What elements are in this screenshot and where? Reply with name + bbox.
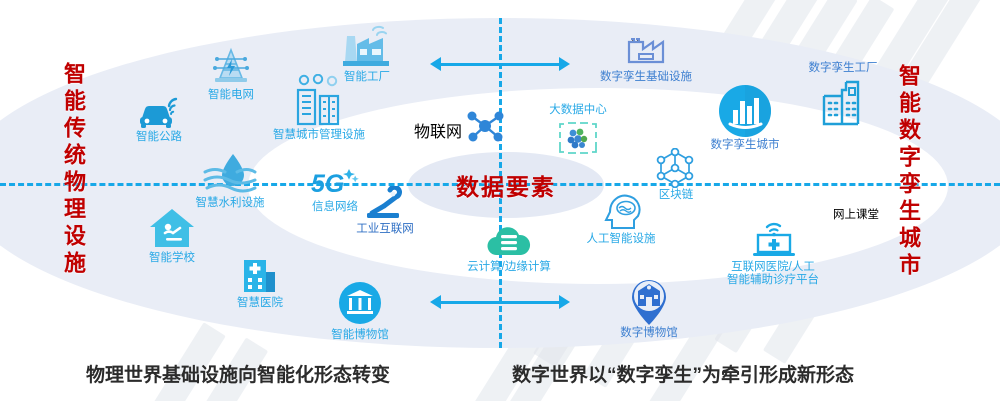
node-label: 智能电网: [208, 89, 254, 101]
vertical-dashed-axis: [499, 18, 502, 348]
node-info-network[interactable]: 5G 信息网络: [300, 166, 370, 214]
museum-pin-icon: [626, 276, 672, 326]
node-label: 数字博物馆: [620, 327, 678, 339]
node-label: 云计算/边缘计算: [467, 261, 551, 273]
node-digital-museum[interactable]: 数字博物馆: [600, 276, 698, 340]
node-smart-hospital[interactable]: 智慧医院: [218, 252, 302, 310]
factory-icon: [339, 22, 395, 70]
arrow-head-left-icon: [430, 295, 441, 309]
node-blockchain[interactable]: 区块链: [640, 147, 712, 202]
node-cloud-edge[interactable]: 云计算/边缘计算: [454, 224, 564, 274]
node-dt-infrastructure[interactable]: 数字孪生基础设施: [578, 30, 714, 84]
node-dt-city[interactable]: 数字孪生城市: [692, 84, 798, 152]
node-label: 大数据中心: [549, 104, 607, 116]
svg-text:5G: 5G: [311, 170, 344, 198]
node-online-classroom[interactable]: 网上课堂: [833, 209, 879, 221]
node-label: 智能公路: [136, 131, 182, 143]
blockchain-hex-icon: [651, 147, 701, 189]
power-pylon-icon: [209, 46, 253, 88]
node-label: 互联网医院/人工 智能辅助诊疗平台: [727, 261, 819, 287]
hospital-icon: [238, 252, 282, 296]
water-drop-icon: [199, 152, 261, 196]
node-smart-road[interactable]: 智能公路: [118, 96, 200, 144]
car-wifi-icon: [136, 96, 182, 130]
core-label: 数据要素: [456, 174, 556, 200]
arrow-shaft: [441, 300, 559, 304]
school-house-icon: [148, 207, 196, 251]
arrow-head-right-icon: [559, 57, 570, 71]
cloud-server-icon: [483, 224, 535, 260]
node-smart-water[interactable]: 智慧水利设施: [182, 152, 278, 210]
node-label: 智能博物馆: [331, 329, 389, 341]
museum-pillar-icon: [337, 282, 383, 328]
node-label: 数字孪生工厂: [808, 62, 878, 74]
twin-buildings-icon: [816, 76, 870, 128]
node-smart-grid[interactable]: 智能电网: [190, 46, 272, 102]
node-label: 数字孪生城市: [710, 139, 780, 151]
arrow-shaft: [441, 62, 559, 66]
laptop-plus-wifi-icon: [747, 218, 799, 260]
node-smart-city-mgmt[interactable]: 智慧城市管理设施: [255, 73, 383, 142]
node-ai-facility[interactable]: 人工智能设施: [572, 190, 670, 246]
brain-head-icon: [598, 190, 644, 232]
node-label: 信息网络: [312, 201, 358, 213]
city-buildings-icon: [291, 73, 347, 128]
node-label: 物联网: [414, 123, 463, 141]
data-cube-icon: [556, 118, 600, 158]
node-label: 智慧水利设施: [195, 197, 265, 209]
right-vertical-title: 智能数字孪生城市: [896, 64, 921, 280]
outline-factory-icon: [623, 30, 669, 70]
5g-icon: 5G: [309, 166, 361, 200]
node-label: 智能工厂: [344, 71, 390, 83]
node-label: 工业互联网: [356, 223, 414, 235]
network-nodes-icon: [465, 108, 505, 151]
node-industrial-iot[interactable]: 工业互联网: [342, 184, 428, 236]
arrow-head-right-icon: [559, 295, 570, 309]
node-internet-hospital[interactable]: 互联网医院/人工 智能辅助诊疗平台: [706, 218, 840, 287]
node-label: 数字孪生基础设施: [600, 71, 692, 83]
right-caption: 数字世界以“数字孪生”为牵引形成新形态: [512, 365, 855, 386]
robot-arm-icon: [362, 184, 408, 222]
node-dt-factory[interactable]: 数字孪生工厂: [790, 62, 896, 128]
arrow-head-left-icon: [430, 57, 441, 71]
node-smart-school[interactable]: 智能学校: [130, 207, 214, 265]
node-label: 区块链: [658, 189, 694, 201]
node-label: 智慧医院: [237, 297, 283, 309]
node-label: 智慧城市管理设施: [273, 129, 365, 141]
node-big-data-center[interactable]: 大数据中心: [536, 104, 620, 158]
node-iot[interactable]: 物联网: [414, 108, 526, 151]
top-double-arrow: [430, 54, 570, 74]
node-label: 人工智能设施: [586, 233, 656, 245]
node-smart-museum[interactable]: 智能博物馆: [312, 282, 408, 342]
left-vertical-title: 智能传统物理设施: [61, 62, 86, 278]
node-label: 智能学校: [149, 252, 195, 264]
bottom-double-arrow: [430, 292, 570, 312]
node-smart-factory[interactable]: 智能工厂: [322, 22, 412, 84]
left-caption: 物理世界基础设施向智能化形态转变: [86, 365, 391, 386]
city-chart-circle-icon: [718, 84, 772, 138]
